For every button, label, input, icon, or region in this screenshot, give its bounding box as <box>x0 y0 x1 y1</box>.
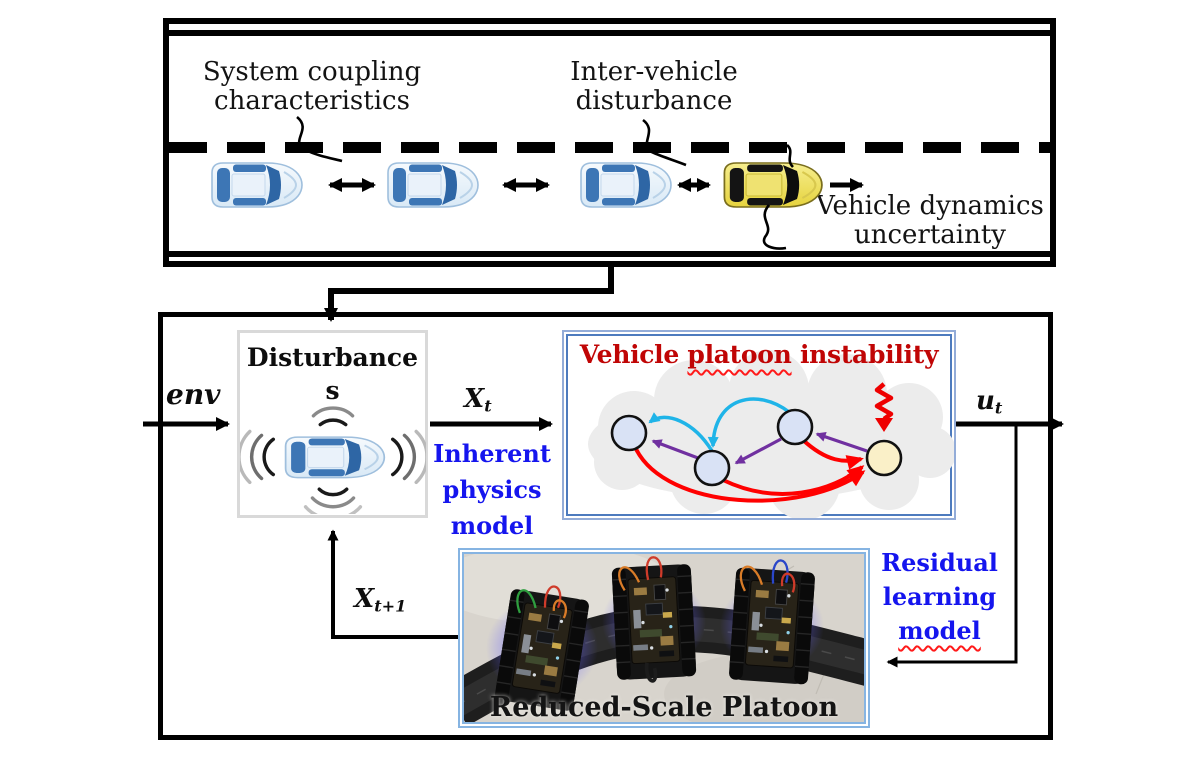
blue-car-icon-2 <box>387 162 479 208</box>
photo-caption: Reduced-Scale Platoon <box>489 692 839 723</box>
label-system-coupling-line1: System coupling <box>202 57 422 87</box>
instability-graph <box>588 350 954 518</box>
road-center-dashed-line <box>169 142 1050 153</box>
instability-panel-inner-border <box>566 334 952 516</box>
label-inter-vehicle-line2: disturbance <box>575 86 733 116</box>
purple-edge-yellow-to-right <box>815 432 868 453</box>
road-shoulder-top <box>169 30 1050 36</box>
instability-title-suffix: instability <box>791 340 939 369</box>
instability-title-prefix: Vehicle <box>579 340 688 369</box>
blue-car-icon-3 <box>580 162 672 208</box>
label-inter-vehicle-line1: Inter-vehicle <box>570 57 738 87</box>
reduced-scale-platoon-photo: Reduced-Scale Platoon <box>458 548 870 728</box>
residual-note-line3: model <box>857 614 1022 648</box>
residual-learning-note: Residual learning model <box>857 546 1022 648</box>
label-vehicle-dynamics: Vehicle dynamics uncertainty <box>800 192 1060 250</box>
red-edge-right-to-yellow <box>801 438 864 470</box>
sonar-car-body <box>284 436 386 479</box>
purple-edge-mid-to-left <box>651 439 699 460</box>
robot-car-right <box>727 559 817 686</box>
blue-car-icon-1 <box>211 162 303 208</box>
ut-signal-label: ut <box>976 386 1003 418</box>
red-disturbance-zigzag-arrow <box>874 382 894 432</box>
graph-node-2 <box>693 449 731 487</box>
inherent-note-line1: Inherent <box>433 439 551 468</box>
instability-panel: Vehicle platoon instability <box>562 330 956 520</box>
inherent-note-line3: model <box>450 511 534 540</box>
photo-inner-border <box>462 552 866 724</box>
disturbances-block: Disturbance s <box>237 330 428 518</box>
graph-node-3 <box>776 408 814 446</box>
robot-car-left <box>493 585 591 713</box>
cyan-edge-mid-to-left <box>648 412 714 452</box>
graph-node-1 <box>610 414 648 452</box>
yellow-car-icon <box>723 161 823 209</box>
purple-edge-right-to-mid <box>734 437 782 465</box>
instability-title-wavy-word: platoon <box>687 340 792 369</box>
xt1-signal-label: Xt+1 <box>354 584 407 616</box>
residual-note-line2: learning <box>882 582 997 611</box>
residual-note-wavy-word: model <box>898 616 981 645</box>
sonar-car-icon <box>240 406 426 514</box>
residual-note-line1: Residual <box>881 548 998 577</box>
graph-nodes <box>610 408 903 487</box>
road-shoulder-bottom <box>169 251 1050 257</box>
label-inter-vehicle: Inter-vehicle disturbance <box>524 58 784 116</box>
env-signal-label: env <box>166 378 221 411</box>
disturbances-title-line1: Disturbance <box>246 343 419 372</box>
red-edge-left-to-yellow <box>634 448 866 503</box>
red-edge-mid-to-yellow <box>722 465 865 496</box>
inherent-physics-note: Inherent physics model <box>412 436 572 544</box>
robot-car-middle <box>610 556 698 683</box>
instability-title: Vehicle platoon instability <box>564 340 954 369</box>
sonar-waves <box>240 406 426 514</box>
label-system-coupling: System coupling characteristics <box>182 58 442 116</box>
label-vehicle-dynamics-line1: Vehicle dynamics <box>816 191 1044 221</box>
label-system-coupling-line2: characteristics <box>214 86 410 116</box>
inherent-note-line2: physics <box>442 475 542 504</box>
label-vehicle-dynamics-line2: uncertainty <box>853 220 1006 250</box>
graph-node-disturbed <box>865 439 903 477</box>
xt-signal-label: Xt <box>464 384 492 416</box>
cyan-edge-right-to-mid <box>707 397 791 448</box>
robot-platoon-photo-art <box>464 554 864 722</box>
disturbances-title-line2: s <box>325 376 340 405</box>
graph-edges <box>634 397 868 503</box>
